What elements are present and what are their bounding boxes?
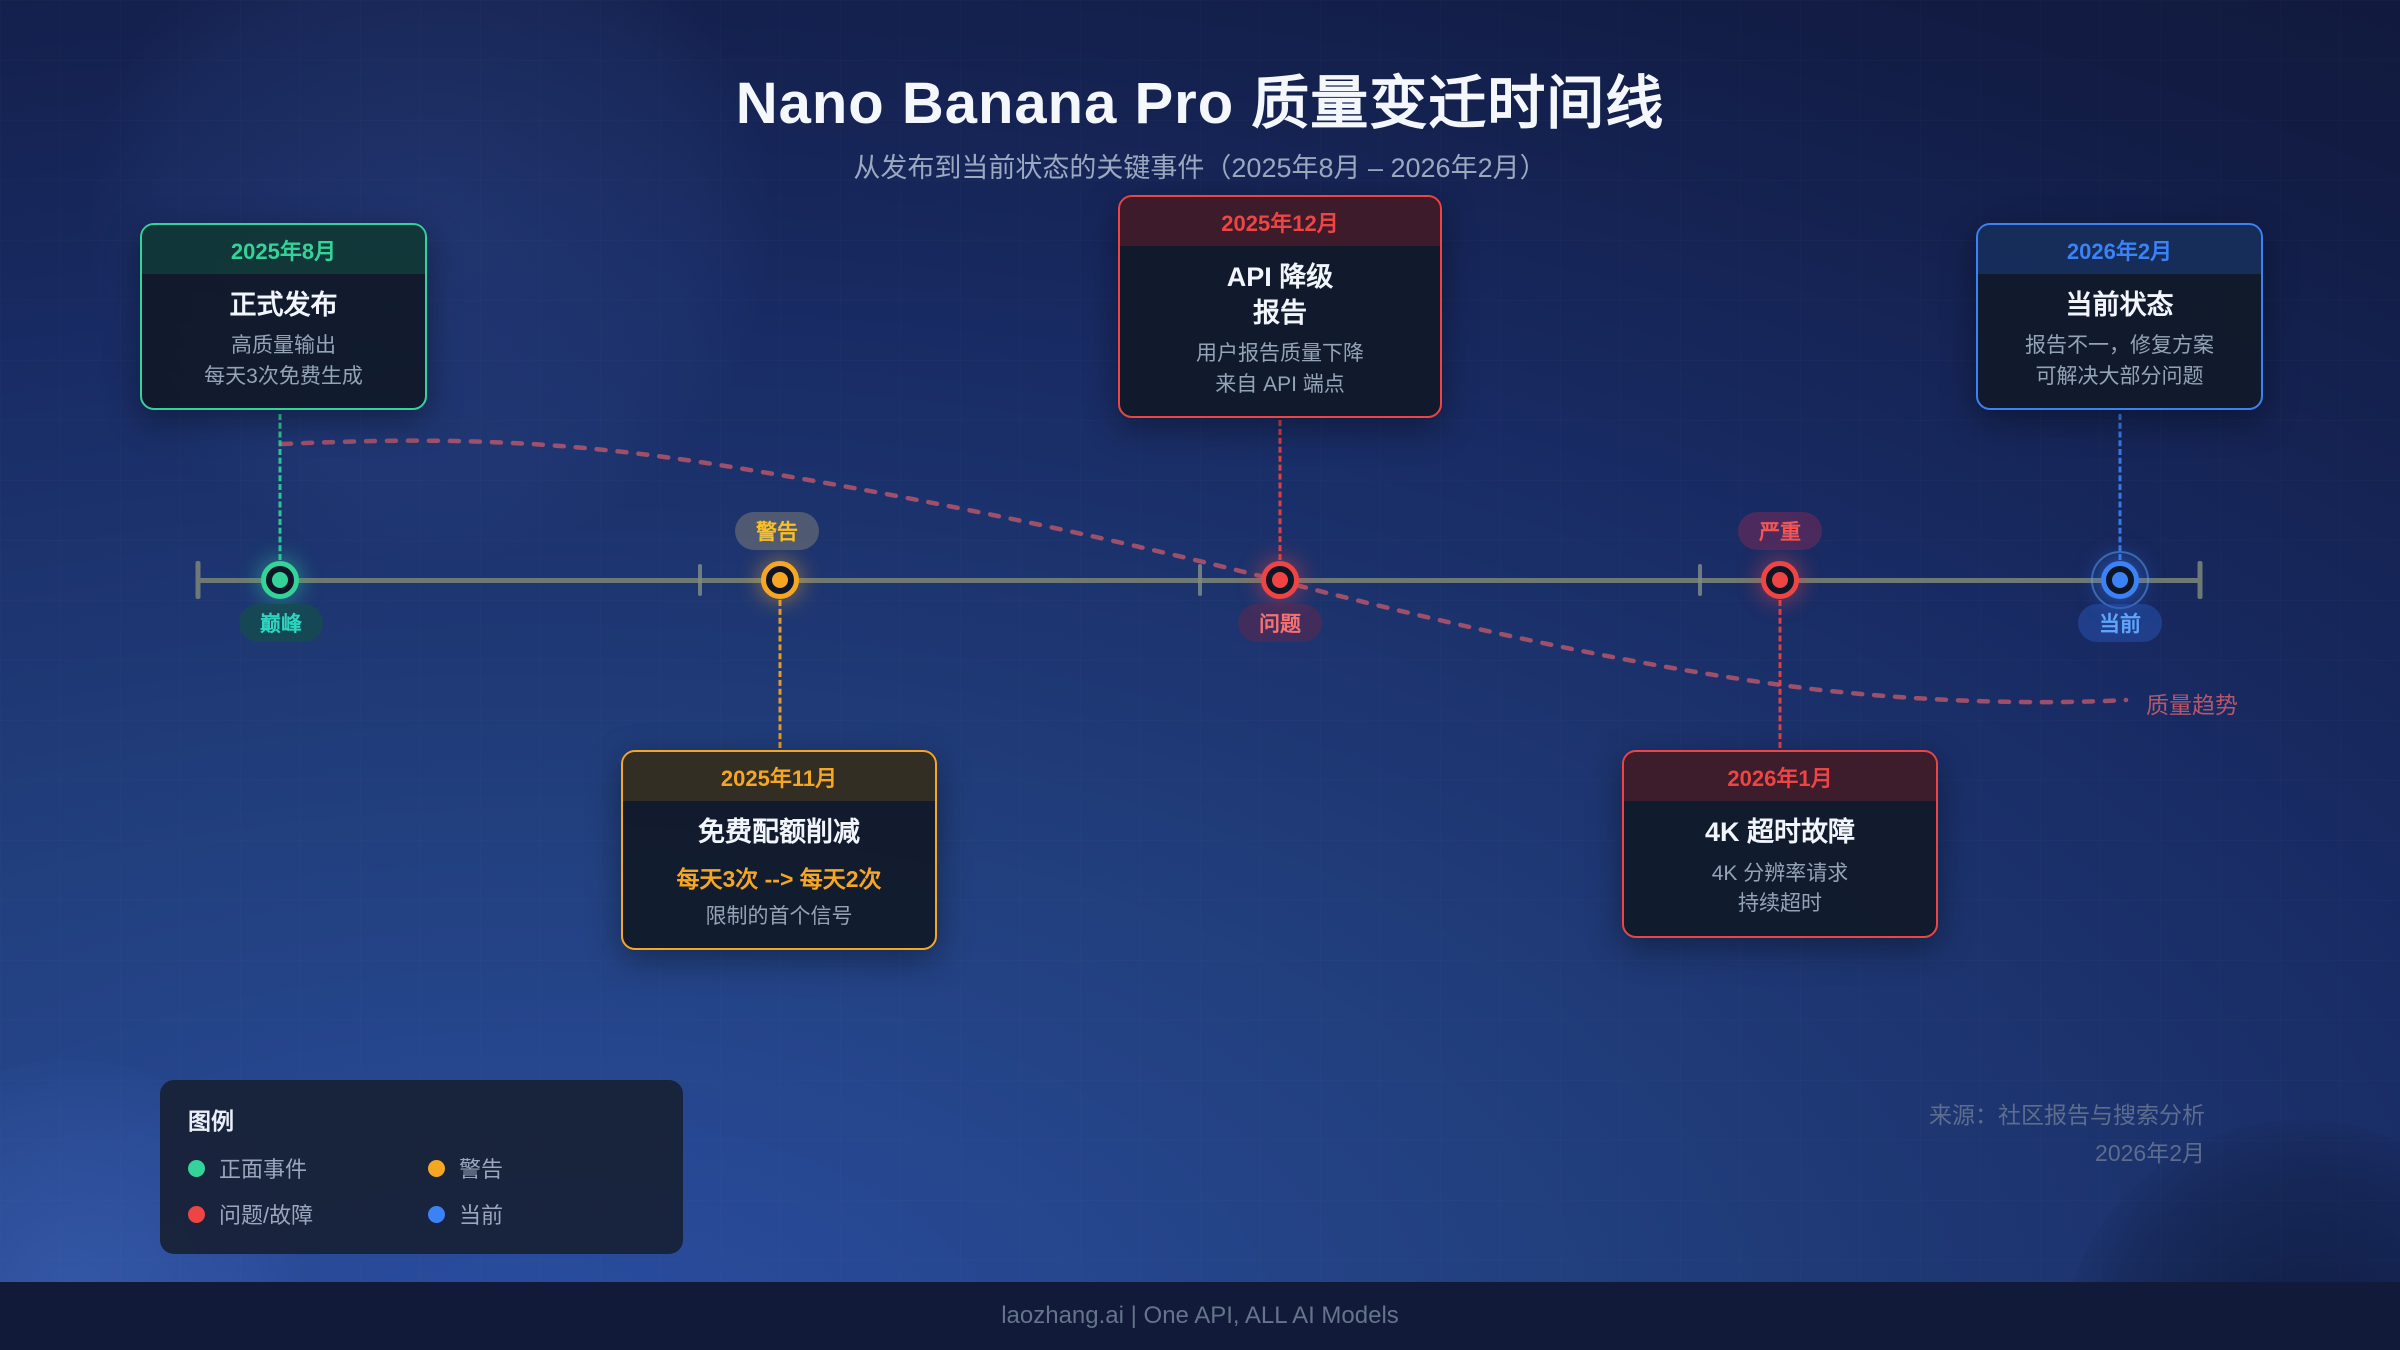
event-date: 2025年8月 — [142, 224, 425, 274]
event-card-2026-02: 2026年2月 当前状态 报告不一，修复方案 可解决大部分问题 — [1976, 222, 2263, 410]
status-badge-current: 当前 — [2078, 604, 2162, 642]
footer-brand-text: laozhang.ai | One API, ALL AI Models — [1001, 1302, 1399, 1329]
event-card-2025-11: 2025年11月 免费配额削减 每天3次 --> 每天2次 限制的首个信号 — [621, 750, 937, 951]
legend-grid: 正面事件 警告 问题/故障 当前 — [188, 1152, 655, 1230]
legend-label: 正面事件 — [219, 1157, 308, 1182]
timeline-node-4k-timeout — [1761, 561, 1799, 599]
timeline-tick — [1698, 564, 1702, 596]
timeline-tick — [698, 564, 702, 596]
legend-panel: 图例 正面事件 警告 问题/故障 当前 — [160, 1080, 683, 1254]
legend-title: 图例 — [188, 1108, 234, 1134]
event-body: 4K 超时故障 4K 分辨率请求 持续超时 — [1624, 801, 1936, 936]
event-title: API 降级 报告 — [1226, 261, 1334, 328]
trend-label: 质量趋势 — [2146, 692, 2238, 718]
node-dot — [1772, 572, 1788, 588]
event-highlight: 每天3次 --> 每天2次 — [676, 865, 882, 892]
event-title: 免费配额削减 — [698, 817, 860, 847]
event-body: 免费配额削减 每天3次 --> 每天2次 限制的首个信号 — [623, 801, 935, 948]
event-description: 用户报告质量下降 来自 API 端点 — [1196, 342, 1364, 396]
node-dot — [272, 572, 288, 588]
node-halo-ring — [2091, 551, 2149, 609]
status-badge-warning: 警告 — [735, 512, 819, 550]
event-date: 2025年11月 — [623, 752, 935, 801]
timeline-end-cap — [2197, 561, 2203, 599]
legend-label: 警告 — [459, 1157, 504, 1182]
page-subtitle: 从发布到当前状态的关键事件（2025年8月 – 2026年2月） — [853, 153, 1547, 183]
event-body: API 降级 报告 用户报告质量下降 来自 API 端点 — [1120, 246, 1440, 416]
status-badge-peak: 巅峰 — [239, 604, 323, 642]
node-ring — [261, 561, 299, 599]
event-body: 正式发布 高质量输出 每天3次免费生成 — [142, 274, 425, 409]
legend-dot-current-icon — [428, 1205, 445, 1223]
event-card-2025-08: 2025年8月 正式发布 高质量输出 每天3次免费生成 — [140, 222, 427, 410]
status-badge-issue: 问题 — [1238, 604, 1322, 642]
node-ring — [1261, 561, 1299, 599]
legend-item-issue: 问题/故障 — [188, 1198, 428, 1230]
connector-event-4 — [1778, 600, 1782, 748]
source-date: 2026年2月 — [2095, 1140, 2205, 1166]
event-card-2025-12: 2025年12月 API 降级 报告 用户报告质量下降 来自 API 端点 — [1118, 194, 1442, 418]
legend-item-current: 当前 — [428, 1198, 655, 1230]
event-title: 4K 超时故障 — [1704, 817, 1856, 847]
page-title: Nano Banana Pro 质量变迁时间线 — [735, 71, 1665, 136]
node-ring — [761, 561, 799, 599]
timeline-node-current — [2091, 551, 2149, 609]
event-description: 4K 分辨率请求 持续超时 — [1711, 861, 1849, 916]
timeline-start-cap — [195, 561, 201, 599]
event-description: 报告不一，修复方案 可解决大部分问题 — [2025, 334, 2214, 388]
event-title: 正式发布 — [229, 289, 338, 320]
timeline-tick — [1198, 564, 1202, 596]
source-attribution: 来源：社区报告与搜索分析 2026年2月 — [1929, 1096, 2205, 1172]
node-dot — [1272, 572, 1288, 588]
legend-label: 当前 — [459, 1203, 504, 1228]
timeline-node-release — [261, 561, 299, 599]
event-card-2026-01: 2026年1月 4K 超时故障 4K 分辨率请求 持续超时 — [1622, 750, 1938, 938]
timeline-node-api-degradation — [1261, 561, 1299, 599]
status-badge-severe: 严重 — [1738, 512, 1822, 550]
node-ring — [1761, 561, 1799, 599]
event-body: 当前状态 报告不一，修复方案 可解决大部分问题 — [1978, 274, 2261, 409]
event-description: 限制的首个信号 — [705, 904, 853, 928]
timeline-node-quota-cut — [761, 561, 799, 599]
event-date: 2026年1月 — [1624, 752, 1936, 801]
event-title: 当前状态 — [2065, 289, 2174, 320]
node-dot — [2112, 572, 2128, 588]
legend-item-warning: 警告 — [428, 1152, 655, 1184]
connector-event-3 — [1278, 420, 1282, 560]
legend-dot-issue-icon — [188, 1205, 205, 1223]
connector-event-2 — [778, 600, 782, 748]
node-dot — [772, 572, 788, 588]
connector-event-1 — [278, 414, 282, 560]
legend-dot-warning-icon — [428, 1159, 445, 1177]
legend-dot-positive-icon — [188, 1159, 205, 1177]
footer-bar: laozhang.ai | One API, ALL AI Models — [0, 1282, 2400, 1350]
legend-label: 问题/故障 — [219, 1203, 314, 1228]
event-date: 2026年2月 — [1978, 224, 2261, 274]
source-line: 来源：社区报告与搜索分析 — [1929, 1102, 2205, 1128]
event-date: 2025年12月 — [1120, 196, 1440, 246]
event-description: 高质量输出 每天3次免费生成 — [204, 334, 363, 388]
node-ring — [2101, 561, 2139, 599]
connector-event-5 — [2118, 414, 2122, 560]
legend-item-positive: 正面事件 — [188, 1152, 428, 1184]
